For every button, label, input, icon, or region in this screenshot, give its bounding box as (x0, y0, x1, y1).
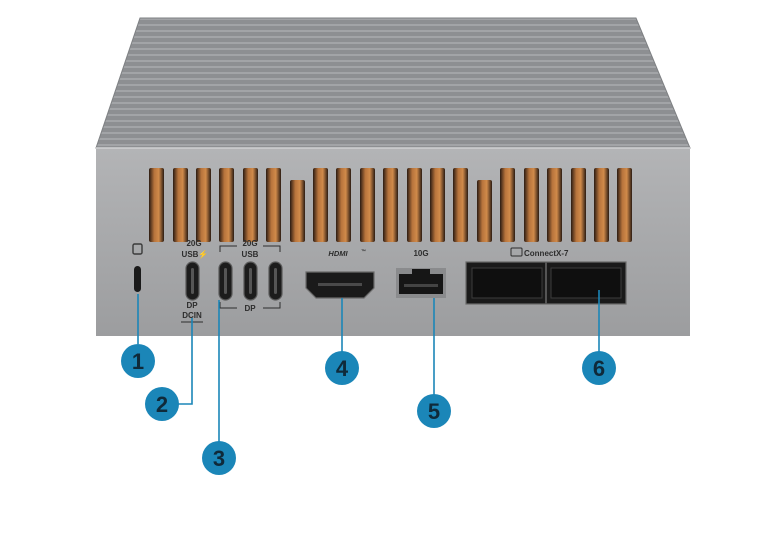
vent-slot (430, 168, 445, 242)
connectx-label: ConnectX-7 (524, 249, 569, 258)
usb-group-dp-label: DP (244, 304, 256, 313)
vent-slot (290, 180, 305, 242)
vent-slot (336, 168, 351, 242)
vent-slot (500, 168, 515, 242)
hdmi-label: HDMI (328, 249, 348, 258)
vent-slot (477, 180, 492, 242)
vent-slot (383, 168, 398, 242)
callout-leader-lines (137, 290, 600, 444)
vent-slot (453, 168, 468, 242)
vent-slot (266, 168, 281, 242)
vent-slot (313, 168, 328, 242)
usb-power-dp-label: DP (186, 301, 198, 310)
vent-slot (173, 168, 188, 242)
svg-text:4: 4 (336, 356, 349, 381)
vent-slot (547, 168, 562, 242)
vent-slot (243, 168, 258, 242)
usb-c-power-port (185, 261, 200, 301)
vent-slot (360, 168, 375, 242)
cooling-vents (149, 168, 632, 242)
vent-slot (407, 168, 422, 242)
ethernet-port (396, 268, 446, 298)
callout-5: 5 (417, 394, 451, 428)
usb-power-dcin-label: DCIN (182, 311, 202, 320)
usb-c-ports (218, 261, 283, 301)
chassis-top (95, 17, 691, 149)
svg-text:1: 1 (132, 349, 144, 374)
usb-group-type-label: USB (242, 250, 259, 259)
usb-power-type-label: USB (182, 250, 199, 259)
callout-2: 2 (145, 387, 179, 421)
usb-power-speed-label: 20G (186, 239, 201, 248)
hdmi-port (305, 271, 375, 299)
vent-slot (149, 168, 164, 242)
vent-slot (594, 168, 609, 242)
vent-slot (219, 168, 234, 242)
svg-text:6: 6 (593, 356, 605, 381)
lock-icon (132, 243, 143, 255)
kensington-lock (132, 243, 143, 292)
callout-4: 4 (325, 351, 359, 385)
vent-slot (524, 168, 539, 242)
svg-text:2: 2 (156, 392, 168, 417)
lan-speed-label: 10G (413, 249, 428, 258)
usb-power-bolt-icon: ⚡ (198, 249, 208, 259)
callout-6: 6 (582, 351, 616, 385)
callout-3: 3 (202, 441, 236, 475)
vent-slot (571, 168, 586, 242)
vent-slot (617, 168, 632, 242)
vent-slot (196, 168, 211, 242)
callout-1: 1 (121, 344, 155, 378)
svg-text:5: 5 (428, 399, 440, 424)
hdmi-trademark: ™ (361, 249, 366, 255)
network-icon (510, 247, 523, 257)
svg-text:3: 3 (213, 446, 225, 471)
connectx-7-ports (465, 261, 627, 305)
usb-group-speed-label: 20G (242, 239, 257, 248)
